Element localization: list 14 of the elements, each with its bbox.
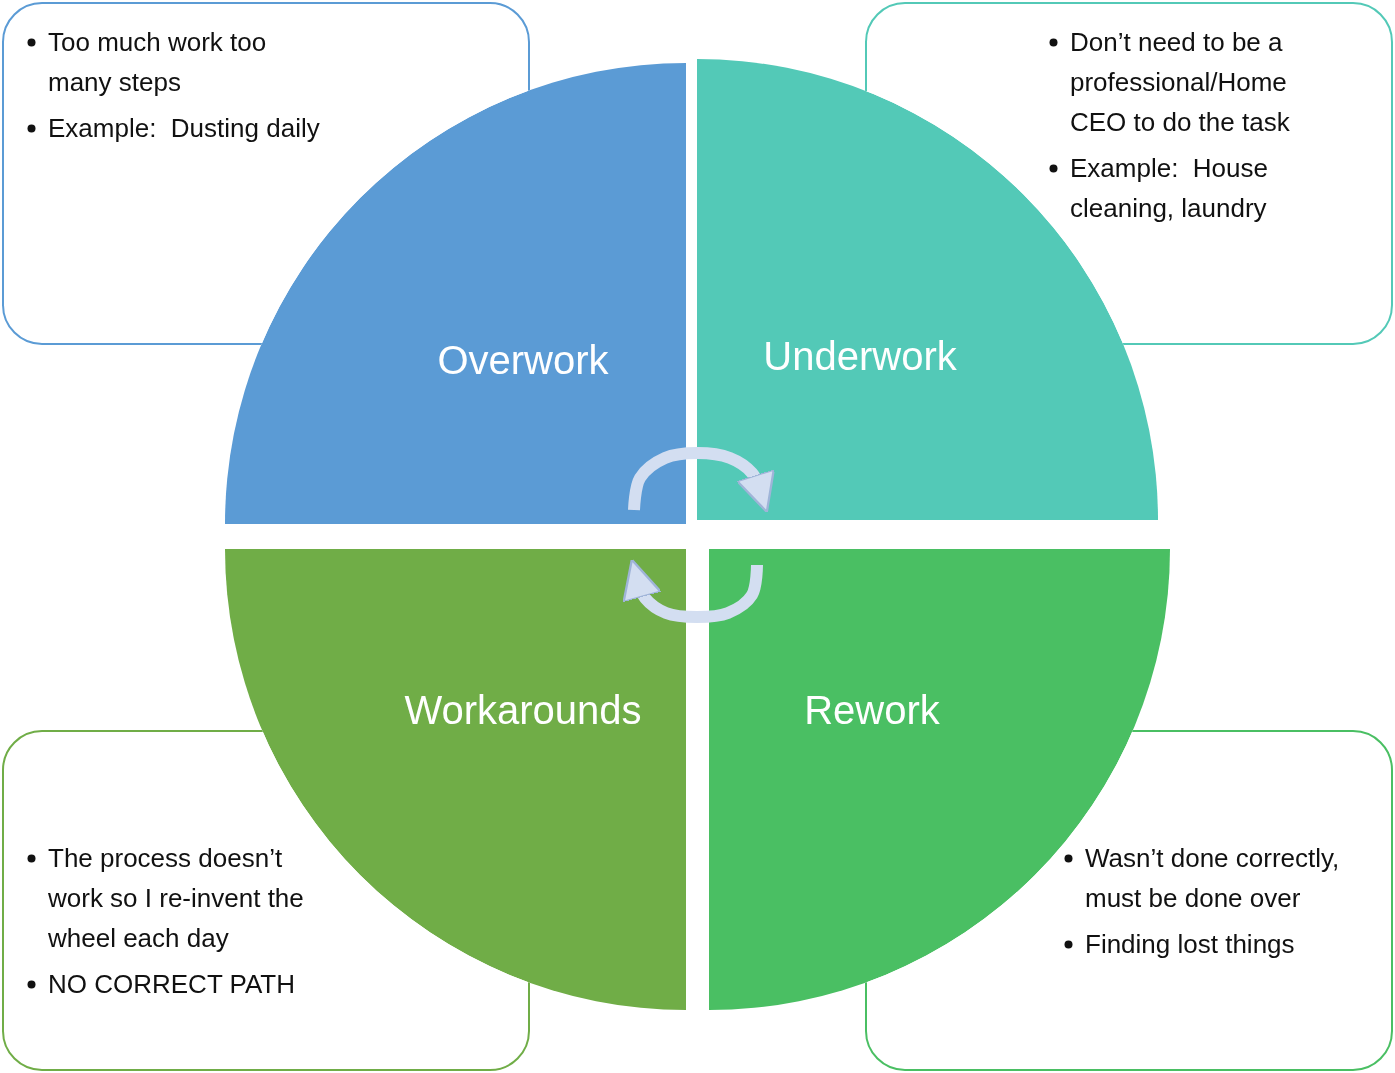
bullet-text: Too much work too many steps bbox=[48, 27, 268, 97]
bullet-text: Finding lost things bbox=[1085, 929, 1295, 959]
segment-label: Workarounds bbox=[404, 687, 642, 733]
segment-label: Underwork bbox=[763, 333, 957, 379]
curved-arrow bbox=[628, 447, 775, 514]
bullet-text: Wasn’t done correctly, must be done over bbox=[1085, 843, 1341, 913]
curved-arrow bbox=[622, 558, 763, 623]
bullet-text: The process doesn’t work so I re-invent the wheel each day bbox=[48, 843, 305, 953]
segment-label: Rework bbox=[804, 687, 940, 733]
bullet-text: Don’t need to be a professional/Home CEO to do the task bbox=[1070, 27, 1291, 137]
bullet-text: Example: Dusting daily bbox=[48, 113, 320, 143]
bullet-text: NO CORRECT PATH bbox=[48, 969, 295, 999]
bullet-text: Example: House cleaning, laundry bbox=[1070, 153, 1269, 223]
segment-label: Overwork bbox=[437, 337, 609, 383]
